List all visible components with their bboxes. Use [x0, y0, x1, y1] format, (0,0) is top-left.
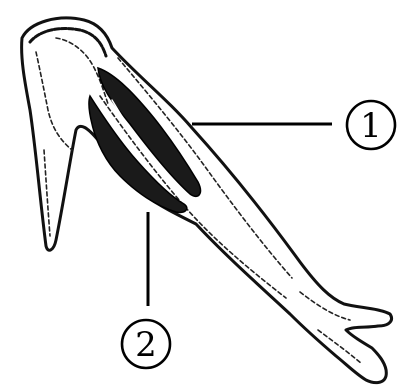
label-1: 1	[347, 101, 395, 149]
label-2: 2	[122, 320, 170, 368]
label-2-text: 2	[135, 325, 157, 365]
label-1-text: 1	[360, 106, 382, 146]
leg-outline	[22, 18, 392, 383]
